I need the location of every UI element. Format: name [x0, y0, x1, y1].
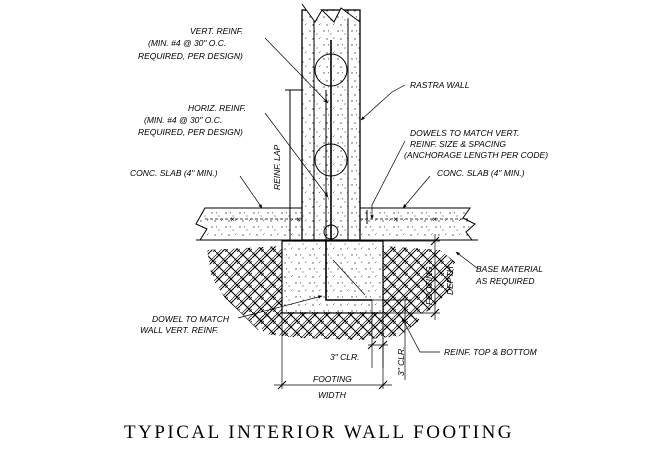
label-base-material-2: AS REQUIRED [475, 276, 535, 286]
label-reinf-top-bottom: REINF. TOP & BOTTOM [444, 347, 538, 357]
footing-depth-dimension [383, 234, 440, 320]
label-horiz-reinf-2: (MIN. #4 @ 30" O.C. [144, 115, 222, 125]
clearance-dimensions [367, 299, 412, 380]
label-dowel-match-1: DOWEL TO MATCH [152, 314, 230, 324]
label-3-clr-horizontal: 3" CLR. [330, 352, 359, 362]
slab-right [359, 207, 476, 241]
label-reinf-lap: REINF. LAP [272, 144, 282, 190]
label-horiz-reinf-1: HORIZ. REINF. [188, 103, 246, 113]
svg-text:×: × [432, 214, 437, 224]
label-vert-reinf-2: (MIN. #4 @ 30" O.C. [148, 38, 226, 48]
label-3-clr-vertical: 3" CLR. [396, 347, 406, 376]
svg-text:×: × [296, 214, 301, 224]
label-footing-depth-2: DEPTH [445, 265, 455, 295]
slab-reinforcement-marks: × × × × [230, 210, 437, 224]
label-conc-slab-left: CONC. SLAB (4" MIN.) [130, 168, 218, 178]
leader-lines [237, 37, 478, 353]
label-footing-width-1: FOOTING [313, 374, 352, 384]
label-horiz-reinf-3: REQUIRED, PER DESIGN) [138, 127, 243, 137]
label-dowels-1: DOWELS TO MATCH VERT. [410, 128, 519, 138]
drawing-title: TYPICAL INTERIOR WALL FOOTING [124, 422, 514, 443]
label-vert-reinf-3: REQUIRED, PER DESIGN) [138, 51, 243, 61]
label-dowel-match-2: WALL VERT. REINF. [140, 325, 218, 335]
footing-width-dimension [274, 313, 392, 390]
label-base-material-1: BASE MATERIAL [476, 264, 543, 274]
slab-left [195, 207, 303, 241]
concrete-footing [281, 240, 384, 314]
label-rastra-wall: RASTRA WALL [410, 80, 470, 90]
label-dowels-2: REINF. SIZE & SPACING [410, 139, 506, 149]
vertical-reinforcement [325, 40, 372, 301]
svg-text:×: × [393, 214, 398, 224]
label-conc-slab-right: CONC. SLAB (4" MIN.) [437, 168, 525, 178]
svg-text:×: × [230, 214, 235, 224]
label-footing-depth-1: FOOTING [424, 266, 434, 305]
label-dowels-3: (ANCHORAGE LENGTH PER CODE) [404, 150, 548, 160]
label-footing-width-2: WIDTH [318, 390, 347, 400]
label-vert-reinf-1: VERT. REINF. [190, 26, 243, 36]
footing-diagonal [332, 259, 366, 296]
